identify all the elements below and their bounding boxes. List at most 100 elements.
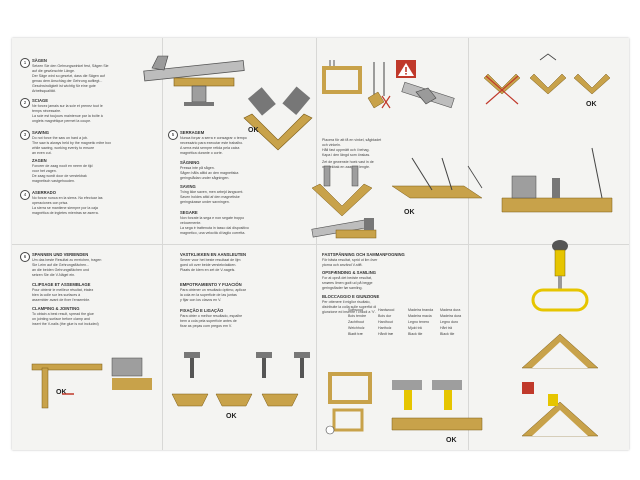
section-title-sciage: SCIAGE	[32, 98, 49, 103]
frame-assembly-diagram: OK	[325, 372, 483, 444]
spannen-text-3: an die beiden Gehrungsflächen und	[32, 268, 89, 272]
saving-text-2: Saven holdes altid af den magnetiske	[180, 195, 240, 199]
section-title-vastklikken: VASTKLIKKEN EN AANSLEUTEN	[180, 252, 247, 257]
zagen-text-1: Forceer de zaag nooit en neem de tijd	[32, 164, 93, 168]
aserrado-text-3: La sierra se mantiene siempre por la caj…	[32, 206, 98, 210]
section-title-saving: SAVING	[180, 184, 196, 189]
legend-cell: Legno duro	[440, 320, 459, 324]
ritning-text-3: Håll fast uppmätt och i behag.	[322, 148, 370, 152]
clamping-text-1: To obtain a best result, spread the glue	[32, 312, 94, 316]
section-title-spannen: SPANNEN UND VERBINDEN	[32, 252, 89, 257]
section-title-sawing: SAWING	[32, 130, 49, 135]
wood-legend: Softwood Hardwood Madeira branda Madera …	[348, 308, 468, 348]
legend-cell: Zachthout	[348, 320, 364, 324]
zagen-text-4: magnetisch vastgehouden.	[32, 179, 75, 183]
bench-clamp-diagram: OK	[31, 357, 152, 409]
pencil-icon	[367, 62, 385, 109]
saegen-text-1: Setzen Sie den Gehrungswinkel fest, Säge…	[32, 64, 109, 68]
section-title-serragem: SERRAGEM	[180, 130, 205, 135]
hand-saw-icon	[143, 55, 245, 82]
mitre-corner-diagram: OK	[483, 53, 611, 108]
section-title-empotramiento: EMPOTRAMIENTO Y FIJACIÓN	[180, 282, 242, 287]
sagning-text-2: Sågen hålls alltid av den magnetiska	[180, 171, 239, 175]
saegen-text-3: Der Säge wird so gesetzt, dass die Sägen…	[32, 74, 105, 78]
section-title-aserrado: ASERRADO	[32, 190, 56, 195]
sciage-text-1: Ne forcez jamais sur la scie et prenez t…	[32, 104, 103, 108]
saving-text-1: Tving ikke saven, men arbejd langsomt.	[180, 190, 244, 194]
fastspanning-text-1: För bästa resultat, sprid ut lim över	[322, 258, 378, 262]
warning-icon	[522, 382, 534, 394]
zagen-nl-text-1: Zet de gewenste hoek vast in de	[322, 160, 374, 164]
step-number: 3	[20, 130, 30, 140]
illustrations: OK	[31, 53, 613, 444]
zagen-text-3: De zaag wordt door de verstekbak	[32, 174, 87, 178]
mitre-joint-diagram: OK	[243, 86, 313, 151]
v-nail-icon: OK	[171, 393, 299, 420]
saw-mitre-box-diagram	[311, 218, 377, 239]
step-number: 1	[20, 58, 30, 68]
ritning-text-1: Placera för att få en vinkel, sågbladet	[322, 138, 382, 142]
step-number: 5	[168, 130, 178, 140]
section-title-bloccaggio: BLOCCAGGIO E GIUNZIONE	[322, 294, 380, 299]
serragem-text-3: A serra está sempre retida pela caixa	[180, 146, 240, 150]
serragem-text-2: necessário para executar este trabalho.	[180, 141, 244, 145]
section-title-saegen: SÄGEN	[32, 58, 47, 63]
spannen-text-1: Um das beste Resultat zu erreichen, trag…	[32, 258, 102, 262]
saegen-text-4: genau dem Anschlag der Gehrung aufliegt.…	[32, 79, 103, 83]
instruction-sheet: 1 SÄGEN Setzen Sie den Gehrungswinkel fe…	[12, 38, 629, 450]
legend-cell: Blødt træ	[348, 332, 363, 336]
sciage-text-3: La scie est toujours maintenue par la bo…	[32, 114, 103, 118]
zagen-text-2: voor het zagen.	[32, 169, 57, 173]
serragem-text-4: magnética durante o corte.	[180, 151, 223, 155]
legend-cell: Madeira dura	[440, 314, 462, 318]
legend-cell: Weichholz	[348, 326, 365, 330]
mitre-box-icon	[173, 77, 235, 106]
segare-text-4: magnetico, una velocità di taglio corret…	[180, 231, 246, 235]
hammer-icon	[184, 352, 310, 378]
fixacao-text-3: fixar as peças com pregos em V.	[180, 324, 232, 328]
legend-cell: Hardhout	[378, 320, 393, 324]
step-number: 2	[20, 98, 30, 108]
segare-text-3: La sega è trattenuta in tasso dal dispos…	[180, 226, 249, 230]
legend-cell: Hårdt træ	[378, 332, 394, 336]
clamp-icon	[311, 165, 373, 217]
vastklikken-text-2: goed uit over beide verstekvlakken.	[180, 263, 237, 267]
ok-label: OK	[446, 437, 457, 444]
section-title-segare: SEGARE	[180, 210, 198, 215]
section-title-clamping: CLAMPING & JOINTING	[32, 306, 80, 311]
section-title-opspaending: OPSPÆNDING & SAMLING	[322, 270, 376, 275]
segare-text-2: velocemente.	[180, 221, 202, 225]
corner-clamp-diagram	[501, 147, 613, 213]
fastspanning-text-2: ytorna och använd V-stift.	[322, 263, 363, 267]
vastklikken-text-1: Smeer voor het beste resultaat de lijm	[180, 258, 241, 262]
legend-cell: Hårt trä	[440, 326, 452, 330]
ok-label: OK	[56, 389, 67, 396]
section-title-clipsage: CLIPSAGE ET ASSEMBLAGE	[32, 282, 91, 287]
opspaending-text-1: For at opnå det bedste resultat,	[322, 276, 372, 280]
saving-text-3: geringskasse under savningen.	[180, 200, 230, 204]
ok-label: OK	[226, 413, 237, 420]
frame-corner-diagram	[521, 333, 599, 437]
empotramiento-text-3: y fijar con los clavos en V.	[180, 298, 222, 302]
step-number: 6	[20, 252, 30, 262]
segare-text-1: Non forzate la sega e non segate troppo	[180, 216, 245, 220]
clipsage-text-1: Pour obtenir le meilleur résultat, étale…	[32, 288, 94, 292]
legend-cell: Black tile	[440, 332, 455, 336]
legend-cell: Black tile	[408, 332, 423, 336]
spannen-text-4: setzen Sie die V-Nägel ein.	[32, 273, 76, 277]
section-title-fastspanning: FASTSPÄNNING OCH SAMMANFOGNING	[322, 252, 405, 257]
legend-cell: Madeira macia	[408, 314, 432, 318]
ritning-text-2: och vinkeln.	[322, 143, 341, 147]
sawing-text-4: an even cut.	[32, 151, 52, 155]
opspaending-text-3: geringsflader før samling.	[322, 286, 363, 290]
legend-cell: Bois tendre	[348, 314, 367, 318]
sawing-text-1: Do not force the saw on hard a job.	[32, 136, 88, 140]
legend-cell: Hardwood	[378, 308, 395, 312]
section-title-sagning: SÅGNING	[180, 160, 200, 165]
saegen-text-5: Geschwindigkeit ist wichtig für eine gut…	[32, 84, 96, 88]
sciage-text-4: onglets magnétique permet la coupe.	[32, 119, 92, 123]
sagning-text-1: Pressa inte på sågen.	[180, 166, 215, 170]
bloccaggio-text-3: giunzione ed inserire i chiodi a 'V'.	[322, 310, 377, 314]
zagen-nl-text-2: verstekbak en zaag op lengte.	[322, 165, 370, 169]
step-number: 4	[20, 190, 30, 200]
